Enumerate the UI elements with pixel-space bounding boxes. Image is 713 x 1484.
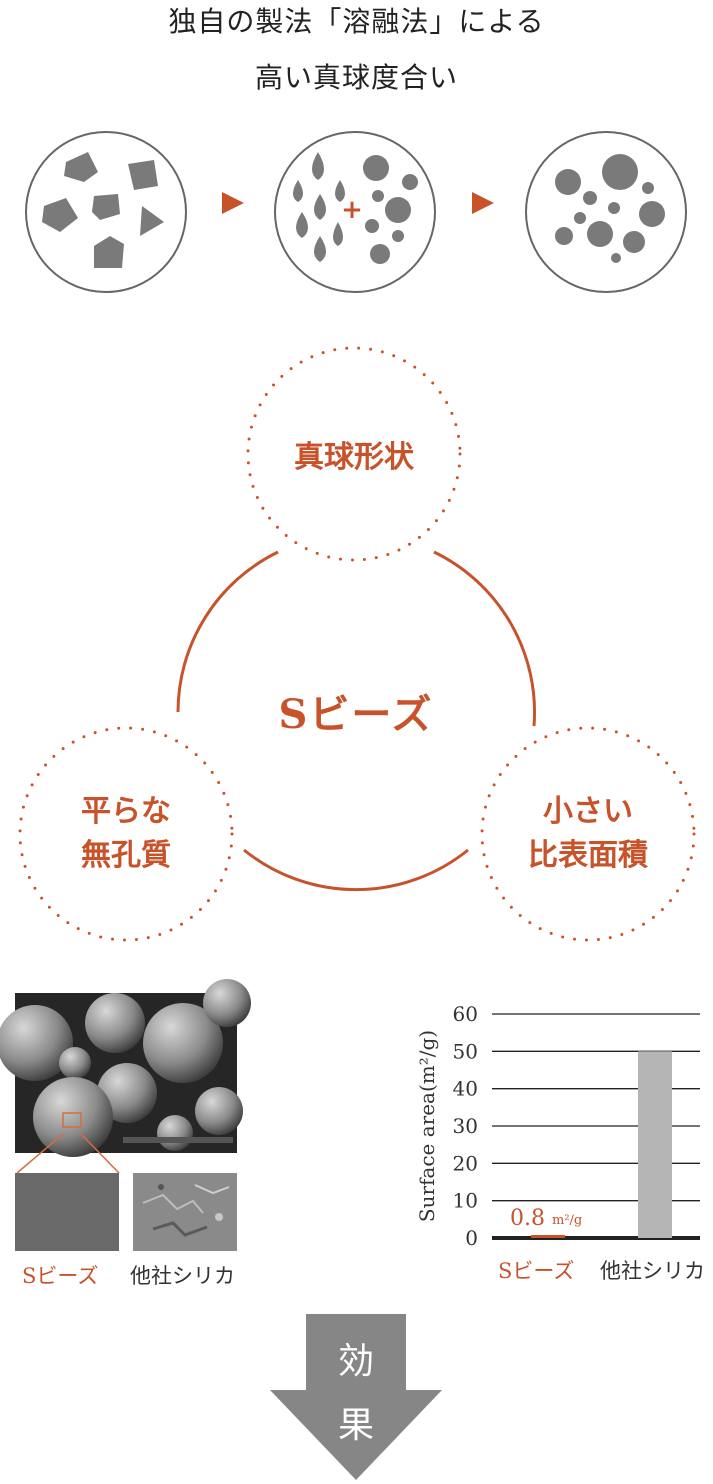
top-feature-dotted-circle [246, 346, 462, 562]
feature-diagram [18, 346, 696, 942]
bar-value-label: 0.8 [510, 1206, 545, 1231]
sem-photo-other-surface [133, 1173, 237, 1251]
sem-photo-sbeads-surface [15, 1173, 119, 1251]
sem-photo-main [0, 979, 251, 1157]
molten-particles-circle: + [274, 131, 436, 293]
bar-1 [638, 1051, 672, 1238]
caption-other-photo: 他社シリカ [130, 1264, 235, 1288]
zoom-lines [16, 1133, 120, 1174]
center-product-label: Sビーズ [278, 691, 434, 738]
effect-arrow [270, 1314, 442, 1480]
process-diagram: + [25, 131, 687, 293]
effect-char-2: 果 [337, 1405, 374, 1446]
irregular-particles-circle [25, 131, 187, 293]
effect-char-1: 効 [337, 1341, 374, 1382]
heading-line-2: 高い真球度合い [254, 61, 458, 94]
chart-category-other: 他社シリカ [600, 1259, 705, 1283]
y-tick-label: 40 [453, 1077, 478, 1101]
feature-true-sphere: 真球形状 [254, 436, 454, 480]
surface-area-chart: 0 10 20 30 40 50 60 0.8 m²/g Surface area(m²/g) [415, 1002, 700, 1250]
center-ring-top-arc [433, 550, 537, 727]
feature-low-surface-area: 小さい 比表面積 [488, 790, 688, 878]
center-ring-bottom-arc [243, 848, 469, 892]
arrow-right-icon [222, 192, 244, 214]
caption-sbeads-photo: Sビーズ [22, 1264, 99, 1288]
bar-value-unit: m²/g [552, 1213, 582, 1228]
bar-0 [531, 1235, 565, 1238]
y-tick-label: 10 [453, 1189, 478, 1213]
y-tick-label: 30 [453, 1114, 478, 1138]
feature-left-line1: 平らな [81, 794, 171, 829]
spherical-particles-circle [525, 131, 687, 293]
heading-line-1: 独自の製法「溶融法」による [168, 5, 545, 38]
left-feature-dotted-circle [18, 726, 234, 942]
chart-category-sbeads: Sビーズ [498, 1259, 575, 1283]
feature-nonporous: 平らな 無孔質 [26, 790, 226, 878]
center-ring-top-arc [176, 550, 279, 713]
y-axis-label: Surface area(m²/g) [415, 1030, 439, 1222]
feature-left-line2: 無孔質 [81, 838, 171, 873]
feature-right-line2: 比表面積 [528, 838, 648, 873]
plus-sign: + [341, 195, 363, 225]
arrow-right-icon [472, 192, 494, 214]
feature-right-line1: 小さい [543, 794, 633, 829]
y-tick-label: 20 [453, 1151, 478, 1175]
y-tick-label: 50 [453, 1039, 478, 1063]
y-tick-label: 0 [465, 1226, 478, 1250]
y-tick-label: 60 [453, 1002, 478, 1026]
feature-top-line1: 真球形状 [294, 440, 414, 475]
right-feature-dotted-circle [480, 726, 696, 942]
